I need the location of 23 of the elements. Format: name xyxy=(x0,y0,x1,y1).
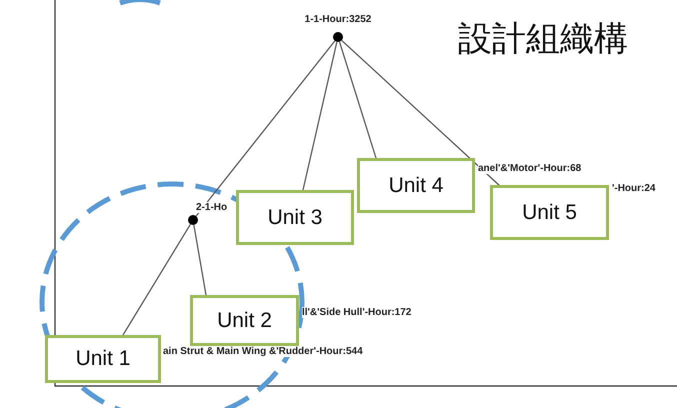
slide-title: 設計組織構 xyxy=(458,18,628,61)
node-dot xyxy=(333,32,343,42)
tree-line xyxy=(341,40,500,186)
hour-label: ll'&'Side Hull'-Hour:172 xyxy=(302,307,412,318)
unit-box xyxy=(357,158,475,213)
tree-line xyxy=(193,224,207,296)
node-dot xyxy=(188,215,198,225)
unit-label: Unit 3 xyxy=(268,206,322,230)
unit-box xyxy=(45,335,161,383)
unit-label: Unit 2 xyxy=(217,308,272,332)
tree-line xyxy=(122,224,191,336)
hour-label: anel'&'Motor'-Hour:68 xyxy=(478,163,582,174)
tree-line xyxy=(338,42,377,158)
unit-box xyxy=(236,190,354,245)
tree-line xyxy=(196,40,336,216)
unit-box xyxy=(190,295,299,346)
tree-line xyxy=(302,42,338,190)
hour-label: ain Strut & Main Wing &'Rudder'-Hour:544 xyxy=(163,346,363,357)
hour-label: '-Hour:24 xyxy=(612,183,656,194)
unit-label: Unit 1 xyxy=(76,347,130,371)
unit-box xyxy=(490,185,609,240)
unit-label: Unit 5 xyxy=(522,200,577,224)
unit-label: Unit 4 xyxy=(388,174,444,198)
